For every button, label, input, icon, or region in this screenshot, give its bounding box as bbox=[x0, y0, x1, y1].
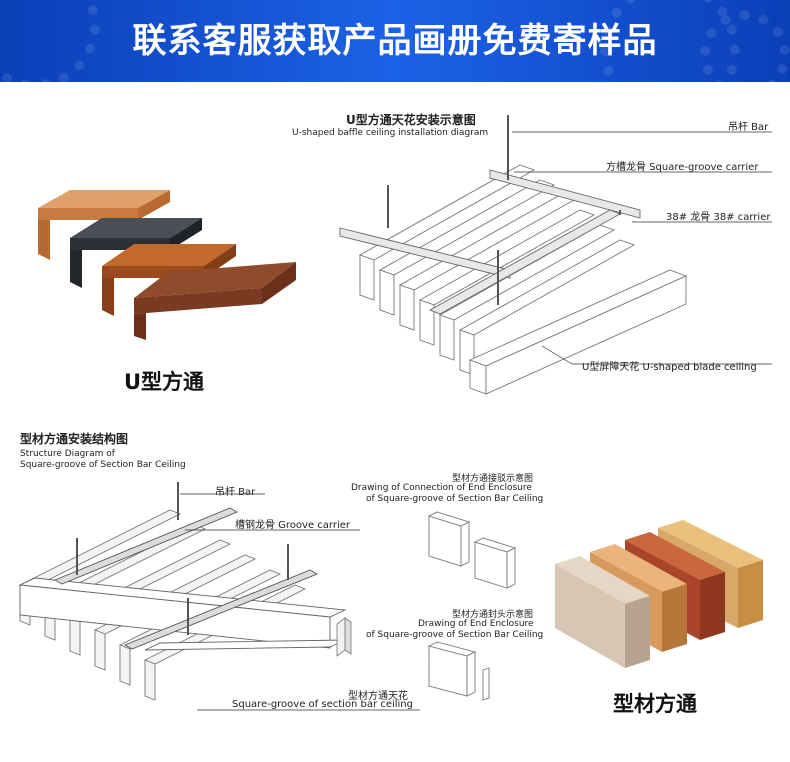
u-profile-black bbox=[70, 218, 202, 288]
section-title-en-1: Structure Diagram of bbox=[20, 449, 115, 459]
connection-title-en-2: of Square-groove of Section Bar Ceiling bbox=[366, 494, 544, 504]
u-profile-label: U型方通 bbox=[124, 370, 205, 394]
section-bar-label: 型材方通 bbox=[613, 692, 697, 716]
u-diagram-title-cn: U型方通天花安装示意图 bbox=[346, 113, 476, 127]
u-installation-diagram bbox=[339, 115, 772, 395]
section-callout-ceiling-en: Square-groove of section bar ceiling bbox=[232, 699, 413, 710]
u-profile-light-wood bbox=[38, 190, 170, 260]
section-callout-groove-carrier: 槽钢龙骨 Groove carrier bbox=[235, 520, 351, 531]
banner-title: 联系客服获取产品画册免费寄样品 bbox=[132, 21, 658, 61]
header-banner: 联系客服获取产品画册免费寄样品 bbox=[0, 0, 790, 82]
connection-title-en-1: Drawing of Connection of End Enclosure bbox=[351, 483, 532, 493]
end-channel-part bbox=[336, 617, 352, 657]
enclosure-title-cn: 型材方通封头示意图 bbox=[452, 610, 534, 620]
section-title-cn: 型材方通安装结构图 bbox=[20, 432, 129, 446]
u-blade-panel bbox=[468, 269, 688, 395]
section-title-en-2: Square-groove of Section Bar Ceiling bbox=[20, 460, 186, 470]
u-diagram-title-en: U-shaped baffle ceiling installation dia… bbox=[292, 128, 489, 138]
section-bar-structure-diagram bbox=[18, 482, 420, 711]
u-callout-square-groove-carrier: 方槽龙骨 Square-groove carrier bbox=[606, 162, 759, 173]
u-profile-dark-wood bbox=[134, 262, 296, 340]
enclosure-title-en-1: Drawing of End Enclosure bbox=[418, 619, 534, 629]
section-bar-light-wood bbox=[555, 556, 650, 668]
section-bar-product-image bbox=[555, 520, 763, 668]
enclosure-title-en-2: of Square-groove of Section Bar Ceiling bbox=[366, 630, 544, 640]
u-profile-product-image bbox=[38, 190, 296, 340]
end-enclosure-diagram bbox=[427, 641, 490, 701]
gear-decoration-far-right bbox=[700, 10, 790, 82]
u-callout-38-carrier: 38# 龙骨 38# carrier bbox=[666, 212, 771, 223]
section-callout-ceiling-cn: 型材方通天花 bbox=[348, 691, 408, 702]
u-callout-bar: 吊杆 Bar bbox=[728, 122, 769, 133]
section-callout-bar: 吊杆 Bar bbox=[215, 487, 256, 498]
connection-title-cn: 型材方通接驳示意图 bbox=[452, 474, 534, 484]
gear-decoration-left bbox=[0, 0, 100, 82]
connection-diagram bbox=[427, 511, 517, 589]
u-callout-blade-ceiling: U型屏障天花 U-shaped blade ceiling bbox=[582, 362, 757, 373]
